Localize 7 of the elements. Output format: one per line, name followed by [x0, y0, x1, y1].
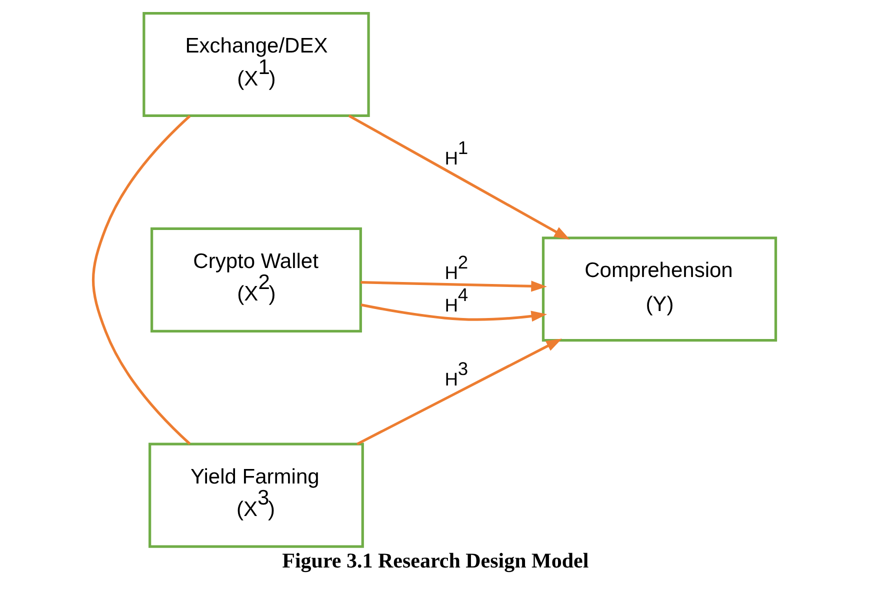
- node-box: Comprehension (Y): [542, 236, 778, 342]
- arrow: [348, 114, 570, 240]
- caption: Figure 3.1 Research Design Model: [282, 548, 589, 572]
- arrow: [360, 280, 547, 292]
- arrow: [356, 338, 562, 446]
- arrow: [360, 304, 548, 322]
- connector: [92, 115, 191, 445]
